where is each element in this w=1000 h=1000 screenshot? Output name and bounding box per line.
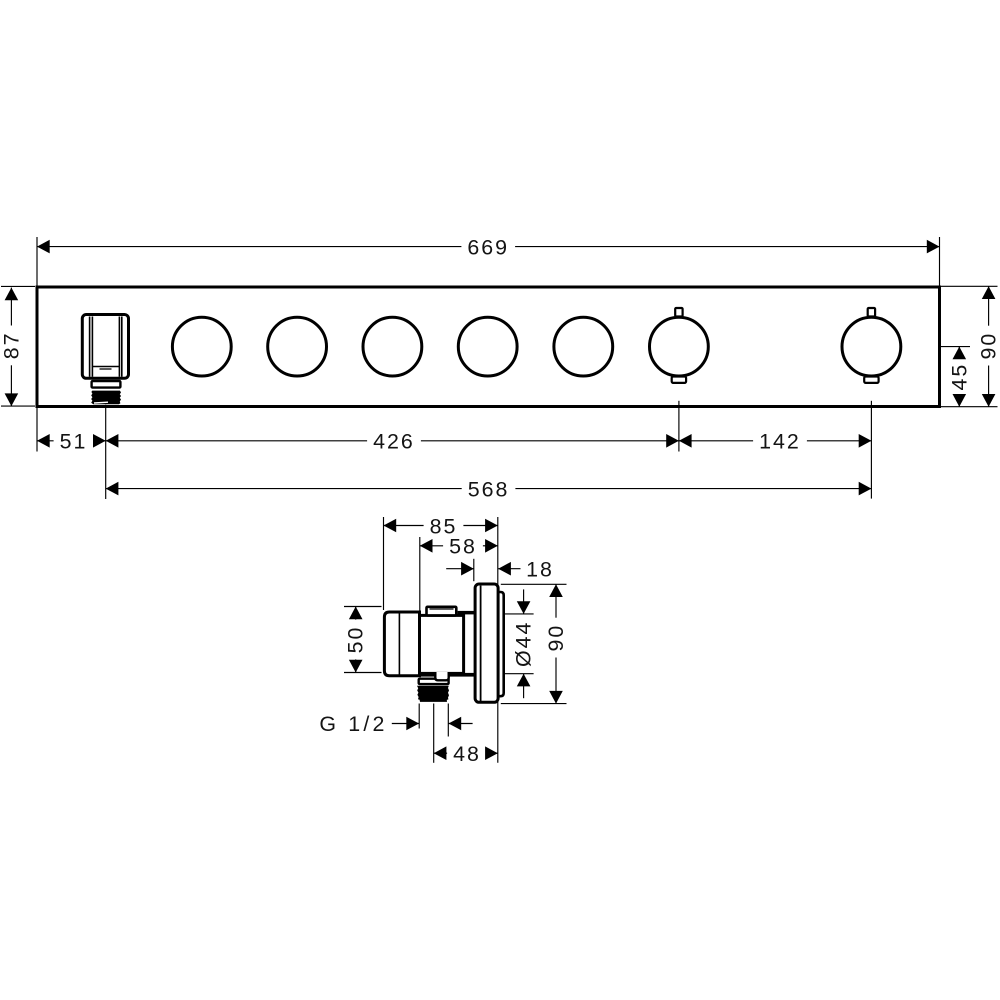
svg-text:568: 568	[468, 477, 510, 501]
svg-text:50: 50	[344, 626, 368, 654]
svg-text:G 1/2: G 1/2	[319, 712, 387, 736]
svg-text:18: 18	[526, 558, 554, 582]
svg-text:142: 142	[759, 430, 801, 454]
svg-text:426: 426	[373, 430, 415, 454]
svg-text:90: 90	[544, 624, 568, 652]
svg-text:85: 85	[430, 514, 458, 538]
svg-text:51: 51	[60, 430, 88, 454]
svg-text:90: 90	[977, 332, 1000, 360]
svg-text:58: 58	[449, 535, 477, 559]
svg-text:48: 48	[453, 742, 481, 766]
svg-text:669: 669	[467, 235, 509, 259]
svg-text:45: 45	[947, 363, 971, 391]
svg-text:Ø44: Ø44	[512, 621, 536, 667]
svg-text:87: 87	[0, 332, 23, 360]
